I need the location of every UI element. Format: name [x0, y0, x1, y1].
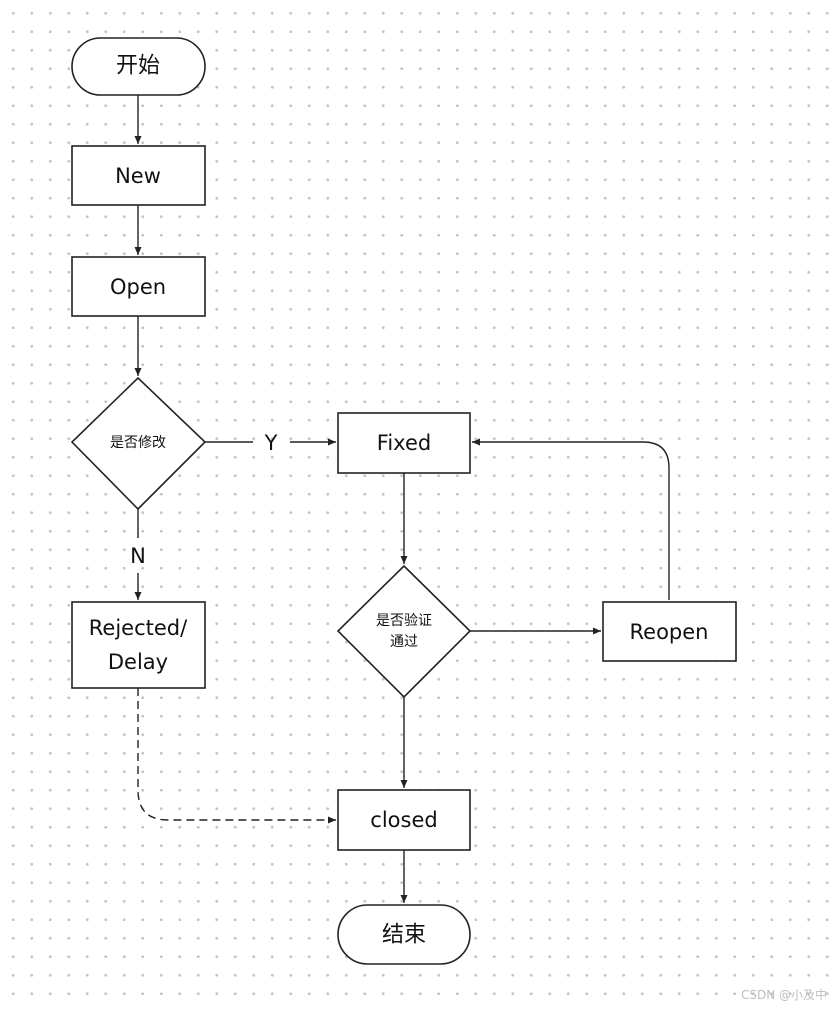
reopen-box	[602, 601, 737, 662]
open-label: Open	[110, 275, 166, 299]
no-edge-label: N	[130, 544, 146, 568]
modify-decision-label: 是否修改	[110, 435, 166, 451]
reopen-label: Reopen	[630, 620, 709, 644]
edge-rejected-to-closed-dashed	[137, 688, 336, 824]
rejected-label-line2: Delay	[108, 650, 168, 674]
edge-reopen-to-fixed	[472, 438, 670, 600]
verify-decision-diamond	[336, 564, 472, 699]
start-terminal	[71, 37, 206, 96]
csdn-watermark: CSDN @小及中	[740, 988, 827, 1002]
closed-label: closed	[370, 808, 437, 832]
end-label: 结束	[382, 923, 426, 948]
fixed-box	[337, 412, 471, 474]
end-terminal	[337, 904, 471, 965]
new-label: New	[115, 164, 161, 188]
closed-box	[337, 789, 471, 851]
yes-edge-label: Y	[264, 431, 278, 455]
open-box	[71, 256, 206, 317]
verify-label-line2: 通过	[390, 634, 418, 650]
fixed-label: Fixed	[377, 431, 431, 455]
rejected-label-line1: Rejected/	[89, 616, 188, 640]
start-label: 开始	[116, 54, 160, 79]
rejected-delay-box	[71, 601, 206, 689]
verify-label-line1: 是否验证	[376, 613, 432, 629]
new-box	[71, 145, 206, 206]
modify-decision-diamond	[70, 376, 207, 511]
